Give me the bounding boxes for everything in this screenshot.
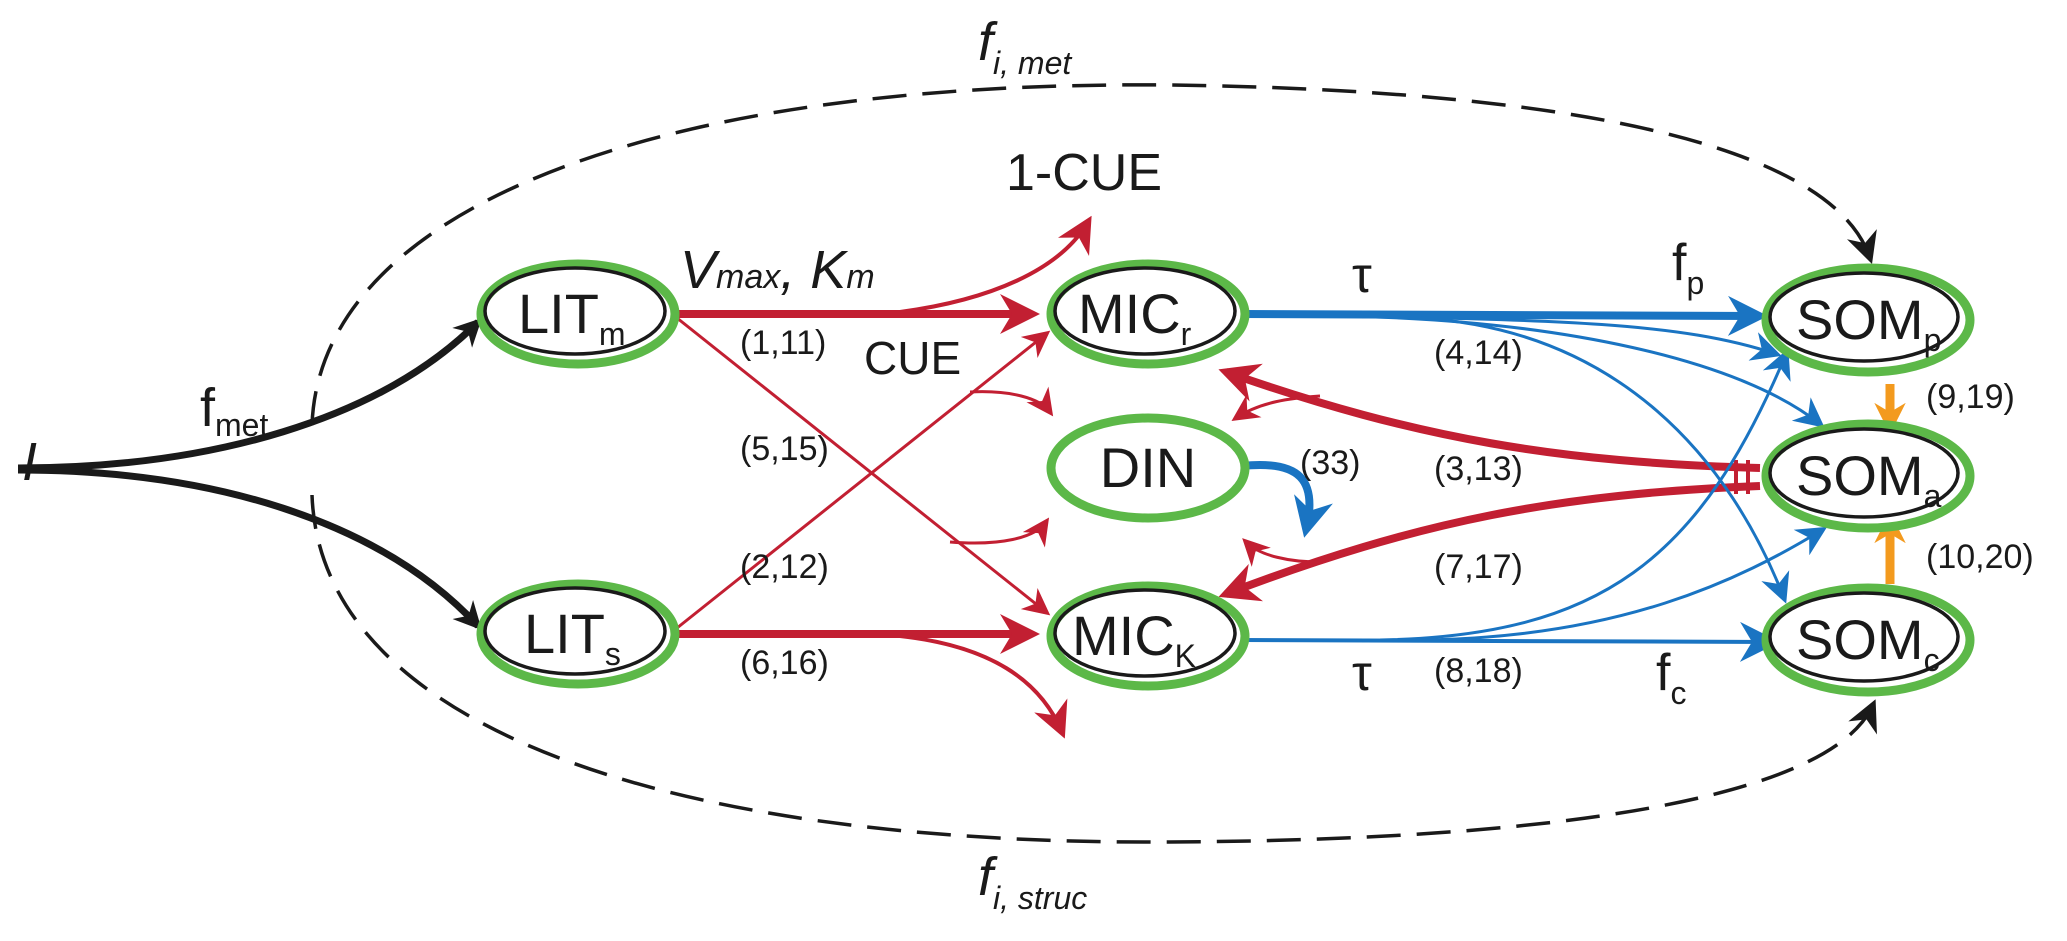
cue-label: CUE	[864, 332, 961, 384]
flux-1-11: (1,11)	[740, 324, 826, 362]
flux-8-18: (8,18)	[1434, 652, 1523, 690]
f-i-struc-sub: i, struc	[993, 880, 1087, 916]
flux-7-17: (7,17)	[1434, 548, 1523, 586]
svg-text:SOMp: SOMp	[1796, 288, 1941, 358]
vmax-sub: max	[716, 258, 781, 296]
f-p-main: f	[1672, 234, 1687, 292]
f-c-label: fc	[1656, 644, 1686, 711]
flux-9-19: (9,19)	[1926, 378, 2015, 416]
flow-som-a-to-mic-k	[1218, 482, 1761, 602]
node-label: SOM	[1796, 608, 1924, 671]
one-cue-label: 1-CUE	[1006, 144, 1162, 202]
flow-din-leaching	[1241, 461, 1333, 538]
flow-mic-k-to-som-a	[1419, 526, 1828, 642]
flow-cue-to-din-upper	[969, 386, 1054, 417]
flux-5-15: (5,15)	[740, 430, 829, 468]
tau-bottom-label: τ	[1352, 645, 1372, 701]
node-som-c: SOMc	[1761, 583, 1975, 697]
svg-text:MICK: MICK	[1072, 604, 1196, 674]
f-i-met-main: f	[978, 12, 998, 72]
f-c-main: f	[1656, 644, 1671, 702]
flow-lit-m-to-mic-k	[671, 312, 1051, 616]
input-flow-to-lit-s	[17, 466, 482, 631]
node-din: DIN	[1046, 413, 1250, 523]
node-mic-k: MICK	[1046, 581, 1250, 691]
dashed-flow-f-i-met	[310, 83, 1877, 426]
flow-mic-r-to-som-c	[1419, 316, 1790, 604]
node-subscript: c	[1924, 642, 1940, 678]
tau-top-label: τ	[1352, 247, 1372, 303]
f-i-met-sub: i, met	[993, 45, 1072, 81]
vmax-km-label: Vmax, Km	[680, 240, 875, 300]
f-c-sub: c	[1670, 675, 1686, 711]
flux-10-20: (10,20)	[1926, 538, 2034, 576]
node-label: DIN	[1100, 436, 1196, 499]
flux-4-14: (4,14)	[1434, 334, 1523, 372]
km-sub: m	[846, 258, 874, 296]
flow-mic-k-to-som-p	[1379, 348, 1791, 642]
flow-mic-k-respiration	[899, 634, 1068, 739]
node-label: MIC	[1078, 282, 1181, 345]
flow-mic-r-branch-to-som-p	[1299, 313, 1782, 361]
vmax-main: V	[680, 240, 721, 300]
input-flow-to-lit-m	[17, 318, 482, 472]
f-i-struc-label: fi, struc	[978, 847, 1087, 916]
input-label: I	[22, 432, 37, 492]
f-met-sub: met	[215, 407, 268, 443]
flow-som-a-to-din-lower	[1242, 538, 1321, 567]
svg-text:SOMa: SOMa	[1796, 444, 1942, 514]
svg-text:LITs: LITs	[524, 602, 621, 672]
vmax-km-separator: ,	[780, 240, 810, 300]
svg-text:SOMc: SOMc	[1796, 608, 1940, 678]
f-met-label: fmet	[200, 378, 268, 443]
node-lit-s: LITs	[476, 579, 680, 689]
f-met-main: f	[200, 378, 216, 438]
node-subscript: m	[599, 316, 626, 352]
f-p-sub: p	[1686, 265, 1704, 301]
node-subscript: p	[1924, 322, 1942, 358]
f-i-met-label: fi, met	[978, 12, 1072, 81]
node-som-p: SOMp	[1761, 263, 1975, 377]
node-subscript: r	[1181, 316, 1192, 352]
flux-6-16: (6,16)	[740, 644, 829, 682]
node-mic-r: MICr	[1046, 259, 1250, 369]
node-subscript: a	[1924, 478, 1942, 514]
flow-cue-to-din-lower	[949, 517, 1050, 548]
node-label: LIT	[524, 602, 605, 665]
node-label: LIT	[518, 282, 599, 345]
flow-mic-r-to-som-a	[1339, 314, 1825, 428]
flux-33: (33)	[1300, 444, 1360, 482]
flow-1-cue-respiration	[899, 215, 1092, 314]
flow-som-a-to-din-upper	[1231, 394, 1321, 421]
flow-lit-s-to-mic-r	[671, 330, 1051, 634]
dashed-flow-f-i-struc	[310, 494, 1877, 844]
node-label: SOM	[1796, 444, 1924, 507]
svg-text:LITm: LITm	[518, 282, 626, 352]
node-som-a: SOMa	[1761, 419, 1975, 533]
f-i-struc-main: f	[978, 847, 998, 907]
f-p-label: fp	[1672, 234, 1704, 301]
flux-2-12: (2,12)	[740, 548, 829, 586]
km-main: K	[810, 240, 848, 300]
flux-3-13: (3,13)	[1434, 450, 1523, 488]
node-label: MIC	[1072, 604, 1175, 667]
flow-mic-k-to-som-c	[1241, 621, 1780, 662]
node-subscript: s	[605, 636, 621, 672]
svg-text:MICr: MICr	[1078, 282, 1192, 352]
node-subscript: K	[1175, 638, 1196, 674]
node-lit-m: LITm	[476, 259, 680, 369]
node-label: SOM	[1796, 288, 1924, 351]
